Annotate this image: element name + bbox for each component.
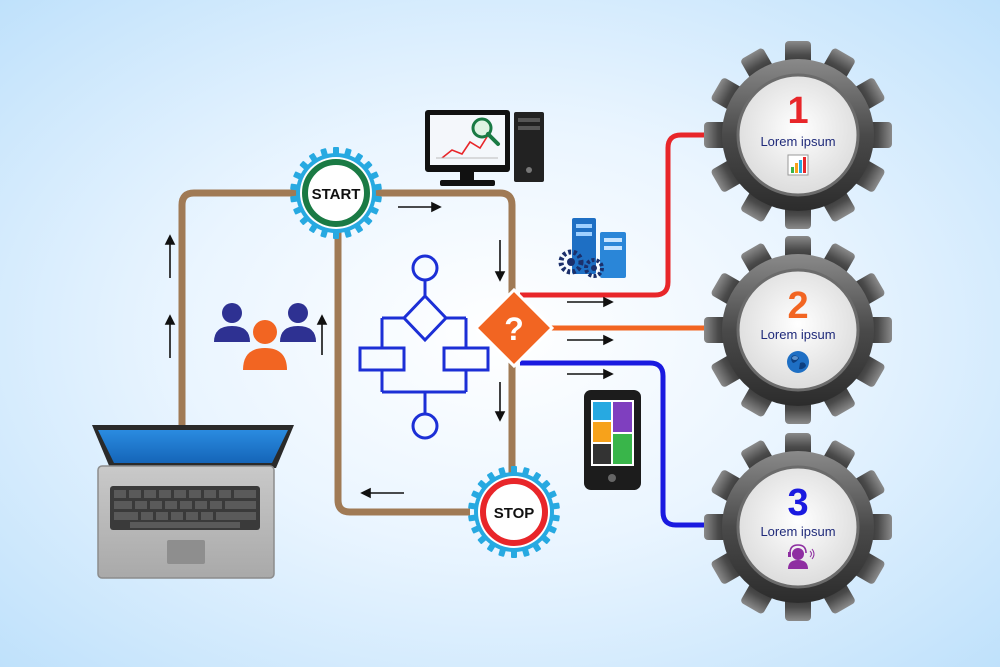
gear-1-label: Lorem ipsum: [760, 134, 835, 149]
gear-1: 1 Lorem ipsum: [704, 41, 892, 229]
process-loop: [178, 189, 516, 516]
loop-right-path: [375, 189, 516, 480]
tablet-icon: [584, 390, 641, 490]
gear-3-number: 3: [787, 482, 808, 524]
connector-arrows: [567, 296, 614, 380]
decision-symbol: ?: [504, 311, 524, 347]
bar-chart-icon: [787, 154, 809, 176]
arrow-right-icon: [567, 296, 614, 308]
team-people-icon: [214, 303, 316, 370]
gear-3: 3 Lorem ipsum: [704, 433, 892, 621]
loop-left-path: [178, 189, 300, 470]
connector-line-3: [520, 360, 718, 528]
stop-label: STOP: [494, 505, 535, 522]
gear-2-label: Lorem ipsum: [760, 327, 835, 342]
stop-gear: STOP: [468, 466, 560, 558]
arrow-right-icon: [398, 201, 442, 213]
arrow-right-icon: [567, 368, 614, 380]
gear-3-label: Lorem ipsum: [760, 524, 835, 539]
loop-arrows: [164, 201, 506, 499]
laptop-icon: [92, 425, 294, 579]
arrow-up-icon: [164, 314, 176, 358]
gear-2: 2 Lorem ipsum: [704, 236, 892, 424]
start-gear: START: [290, 147, 382, 239]
support-agent-icon: [788, 544, 815, 569]
globe-icon: [787, 351, 809, 373]
server-gears-icon: [558, 218, 626, 278]
arrow-up-icon: [316, 314, 328, 355]
flowchart-icon: [358, 254, 490, 440]
gear-1-number: 1: [787, 90, 808, 132]
arrow-left-icon: [360, 487, 404, 499]
arrow-right-icon: [567, 334, 614, 346]
arrow-up-icon: [164, 234, 176, 278]
decision-diamond: ?: [473, 287, 555, 369]
loop-inner-path: [334, 230, 470, 516]
desktop-computer-icon: [425, 110, 544, 186]
arrow-down-icon: [494, 382, 506, 422]
arrow-down-icon: [494, 240, 506, 282]
connector-lines: [520, 132, 718, 528]
connector-line-1: [520, 132, 718, 298]
start-label: START: [312, 186, 361, 203]
gear-2-number: 2: [787, 285, 808, 327]
